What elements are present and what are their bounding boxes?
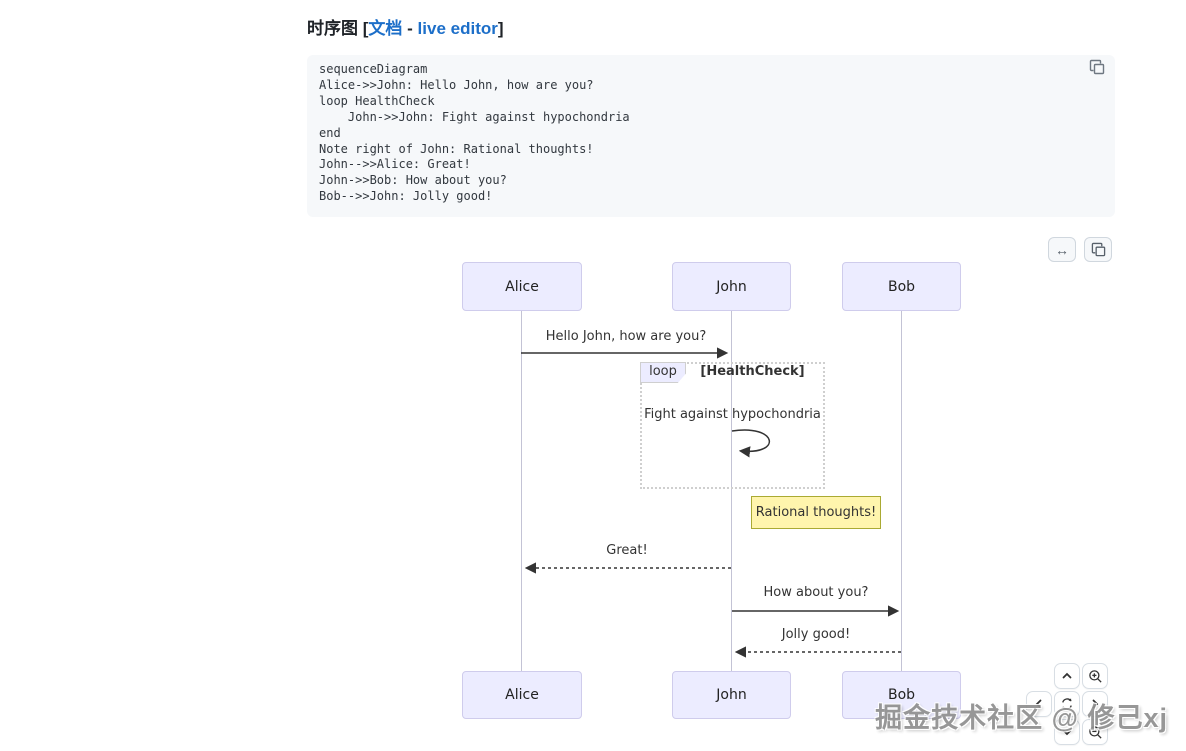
actor-label: Alice [505,687,539,703]
actor-top-alice: Alice [462,262,582,311]
code-line: John->>John: Fight against hypochondria [319,109,630,124]
expand-icon: ↔ [1055,241,1069,258]
copy-code-button[interactable] [1086,57,1108,79]
actor-label: Bob [887,687,916,703]
zoom-in-button[interactable] [1082,663,1108,689]
expand-diagram-button[interactable]: ↔ [1048,237,1076,262]
chevron-down-icon [1062,729,1072,736]
live-editor-link[interactable]: live editor [417,19,498,38]
actor-top-bob: Bob [842,262,961,311]
watermark: 掘金技术社区 @ 修己xj [875,703,1168,733]
message-fight: Fight against hypochondria [644,407,821,422]
pan-down-button[interactable] [1054,719,1080,745]
zoom-out-button[interactable] [1082,719,1108,745]
code-line: Bob-->>John: Jolly good! [319,189,493,204]
pan-up-button[interactable] [1054,663,1080,689]
code-line: Alice->>John: Hello John, how are you? [319,77,594,92]
actor-label: John [716,687,747,703]
zoom-out-icon [1088,725,1102,739]
actor-label: John [716,278,747,295]
actor-bottom-john: John [672,671,791,719]
actor-label: Alice [505,278,539,295]
copy-icon [1091,242,1105,257]
reset-icon [1062,698,1072,710]
actor-top-john: John [672,262,791,311]
actor-bottom-bob: Bob [842,671,961,719]
pan-left-button[interactable] [1026,691,1052,717]
chevron-up-icon [1062,672,1072,679]
loop-condition: [HealthCheck] [700,364,805,379]
code-line: John-->>Alice: Great! [319,157,471,172]
actor-bottom-alice: Alice [462,671,582,719]
code-line: end [319,125,341,140]
chevron-right-icon [1092,699,1099,709]
bracket-close: ] [497,19,504,38]
page-title: 时序图 [文档 - live editor] [307,14,504,39]
loop-box [640,362,825,489]
code-line: sequenceDiagram [319,62,428,76]
message-hello: Hello John, how are you? [545,329,707,344]
message-jolly: Jolly good! [781,627,851,642]
code-line: Note right of John: Rational thoughts! [319,141,594,156]
bracket-open: [ [362,19,369,38]
code-line: John->>Bob: How about you? [319,173,507,188]
code-line: loop HealthCheck [319,93,435,108]
doc-link[interactable]: 文档 [368,19,403,38]
note-box: Rational thoughts! [751,496,881,529]
page-title-text: 时序图 [307,19,358,38]
message-great: Great! [606,543,648,558]
reset-view-button[interactable] [1054,691,1080,717]
copy-diagram-button[interactable] [1084,237,1112,262]
pan-right-button[interactable] [1082,691,1108,717]
title-separator: - [407,19,413,38]
message-how-about: How about you? [763,585,869,600]
copy-icon [1089,59,1105,75]
zoom-in-icon [1088,669,1102,683]
loop-label-tag: loop [640,362,686,383]
actor-label: Bob [887,278,916,295]
chevron-left-icon [1035,699,1042,709]
